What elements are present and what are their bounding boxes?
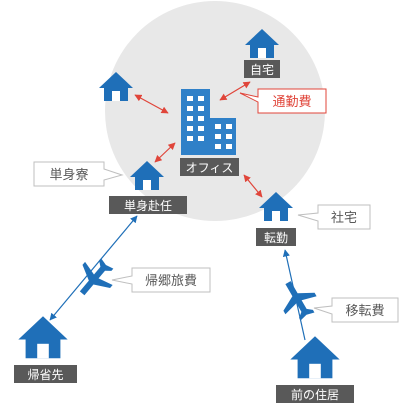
office-single-assignment-arrow — [154, 142, 176, 163]
svg-text:自宅: 自宅 — [250, 62, 274, 77]
office-building-icon — [181, 89, 236, 155]
airplane-icon — [68, 251, 122, 305]
single-assignment-homecoming-arrow — [49, 215, 138, 321]
homecoming-house-icon — [18, 316, 68, 359]
svg-text:単身寮: 単身寮 — [49, 167, 88, 183]
office-home-arrow — [219, 81, 251, 101]
transfer-label: 転勤 — [256, 228, 296, 246]
svg-text:移転費: 移転費 — [345, 304, 384, 319]
relocation-cost-callout: 移転費 — [313, 297, 399, 323]
svg-text:帰郷旅費: 帰郷旅費 — [145, 273, 197, 289]
connector-lines — [49, 81, 306, 341]
svg-text:単身赴任: 単身赴任 — [124, 198, 172, 213]
company-housing-callout: 社宅 — [297, 204, 371, 230]
homecoming-travel-cost-callout: 帰郷旅費 — [111, 267, 211, 293]
office-left-house-arrow — [134, 94, 169, 114]
previous-residence-house-icon — [290, 336, 340, 379]
svg-text:通勤費: 通勤費 — [272, 95, 311, 110]
single-assignment-label: 単身赴任 — [109, 196, 187, 214]
previous-residence-label: 前の住居 — [276, 385, 354, 403]
office-transfer-arrow — [243, 174, 263, 198]
home-label: 自宅 — [244, 60, 280, 78]
svg-text:前の住居: 前の住居 — [291, 387, 339, 402]
svg-text:帰省先: 帰省先 — [27, 368, 63, 382]
svg-text:オフィス: オフィス — [186, 161, 234, 175]
single-dorm-callout: 単身寮 — [33, 161, 124, 187]
svg-text:社宅: 社宅 — [331, 210, 357, 226]
office-label: オフィス — [180, 158, 239, 176]
airplane-icon — [272, 273, 324, 326]
commute-cost-callout: 通勤費 — [239, 88, 327, 114]
homecoming-destination-label: 帰省先 — [14, 365, 77, 383]
svg-text:転勤: 転勤 — [264, 231, 288, 245]
